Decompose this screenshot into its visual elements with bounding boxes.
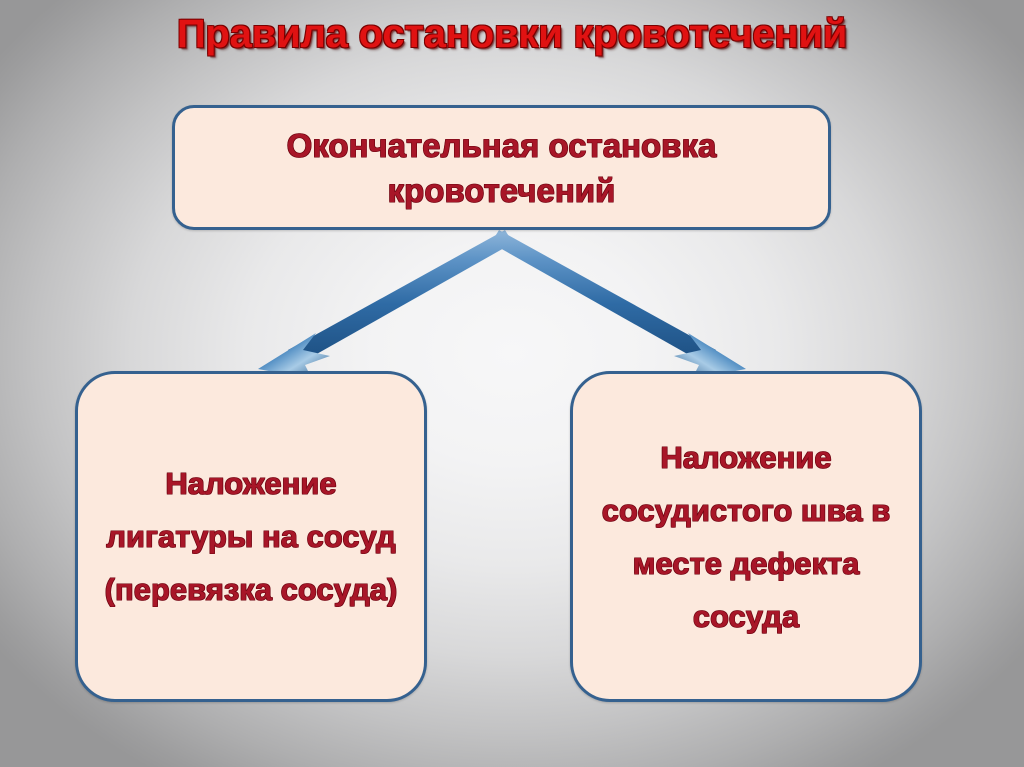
flow-node-label: Наложение лигатуры на сосуд (перевязка с… — [104, 466, 398, 607]
arrow-to-left-node — [258, 230, 513, 379]
flow-node-vascular-suture[interactable]: Наложение сосудистого шва в месте дефект… — [570, 371, 922, 702]
flow-node-ligature-on-vessel[interactable]: Наложение лигатуры на сосуд (перевязка с… — [75, 371, 427, 702]
flow-node-label: Окончательная остановка кровотечений — [286, 126, 717, 209]
arrow-to-right-node — [491, 230, 746, 379]
flow-node-final-bleeding-arrest[interactable]: Окончательная остановка кровотечений — [172, 105, 831, 230]
page-title: Правила остановки кровотечений — [176, 12, 848, 56]
flow-node-label: Наложение сосудистого шва в месте дефект… — [601, 439, 891, 634]
